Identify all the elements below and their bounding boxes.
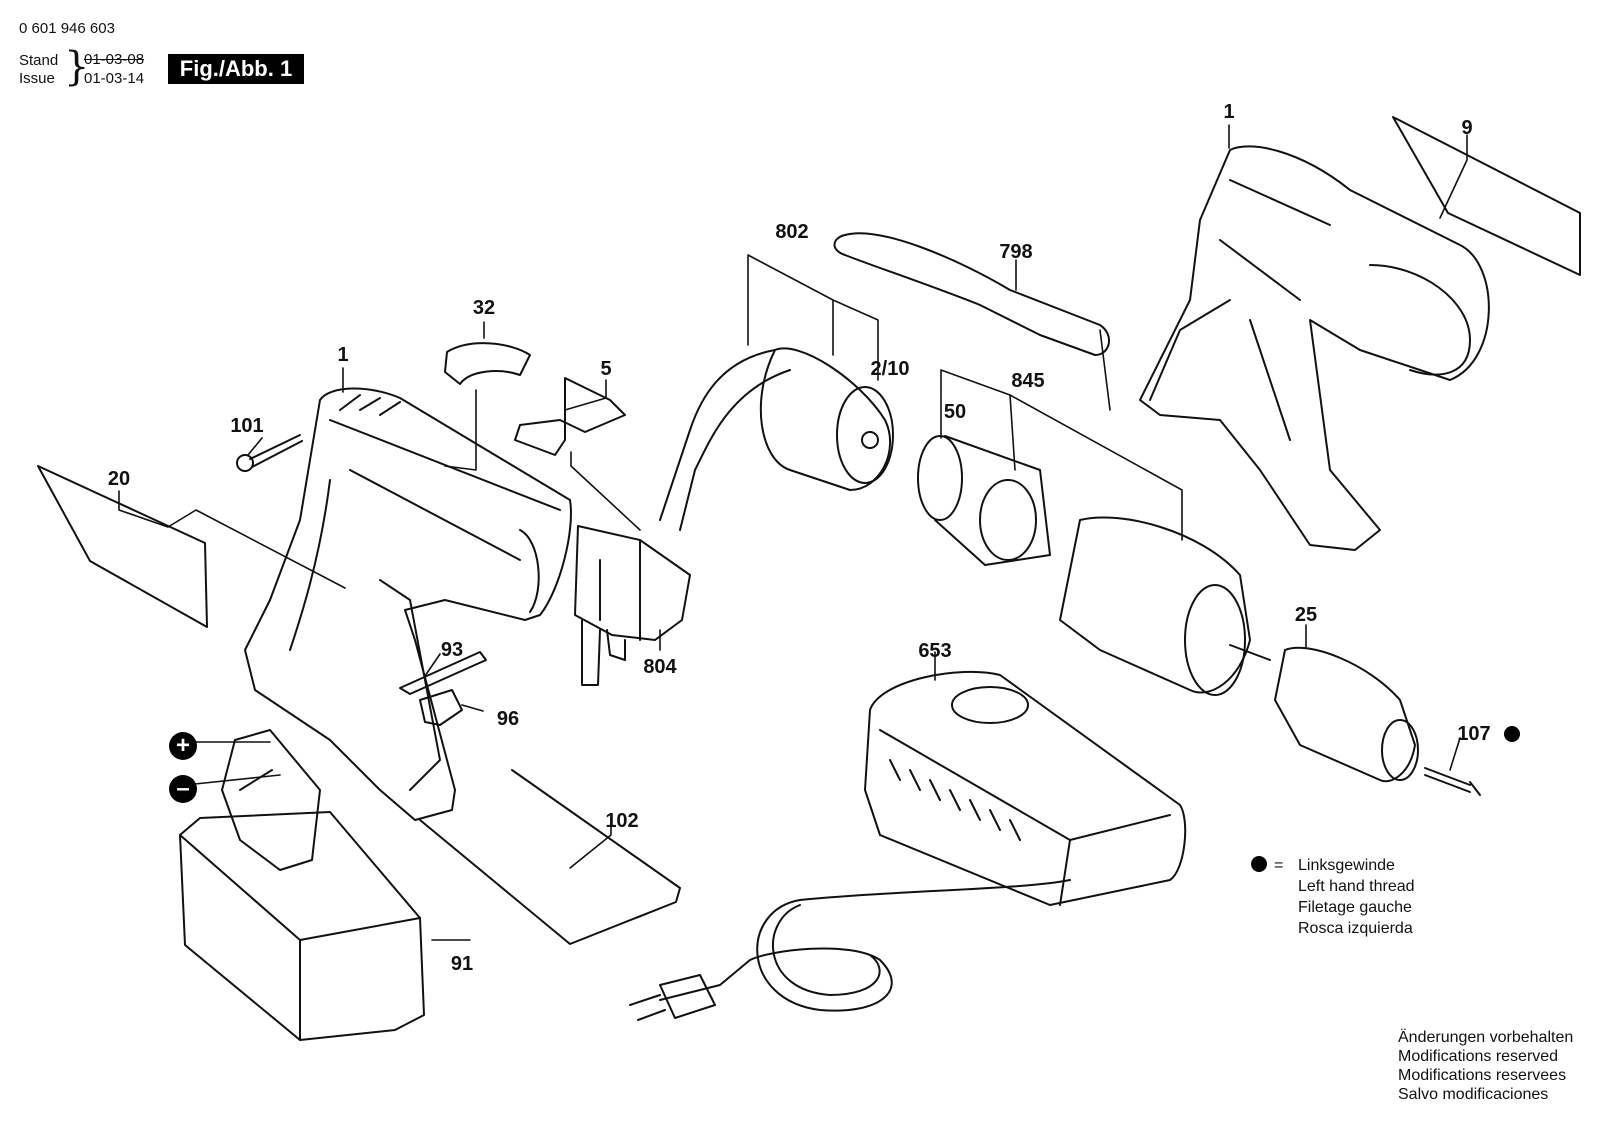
housing-left — [244, 387, 572, 821]
switch-cap-32 — [444, 342, 531, 385]
bracket-brace: } — [64, 44, 90, 90]
callout-101: 101 — [230, 415, 263, 437]
part-number: 0 601 946 603 — [19, 20, 115, 37]
charger-653 — [864, 670, 1187, 906]
callout-5: 5 — [600, 358, 611, 380]
legend-equals: = — [1274, 857, 1284, 874]
belt-798 — [833, 232, 1110, 356]
issue-date: 01-03-14 — [84, 70, 145, 87]
callout-102: 102 — [605, 810, 638, 832]
power-cord — [629, 879, 1071, 1021]
gearbox-50 — [917, 435, 1051, 566]
callout-labels: 1 101 20 32 5 804 802 2/10 798 50 845 1 … — [108, 101, 1491, 975]
figure-badge: Fig./Abb. 1 — [168, 54, 304, 84]
callout-9: 9 — [1461, 117, 1472, 139]
motor-2-10 — [659, 347, 894, 531]
wire-102 — [419, 769, 681, 945]
callout-804: 804 — [643, 656, 677, 678]
label-sheet-20 — [37, 465, 208, 628]
callout-50: 50 — [944, 401, 966, 423]
screw-101 — [236, 434, 303, 472]
legend-line: Rosca izquierda — [1298, 920, 1413, 937]
callout-25: 25 — [1295, 604, 1317, 626]
legend-dot-icon — [1251, 856, 1267, 872]
modifications-line: Modifications reserved — [1398, 1048, 1559, 1065]
modifications-line: Salvo modificaciones — [1398, 1086, 1549, 1103]
clip-96 — [419, 689, 463, 726]
callout-1-left: 1 — [337, 344, 348, 366]
callout-798: 798 — [999, 241, 1032, 263]
modifications-line: Änderungen vorbehalten — [1398, 1029, 1574, 1046]
label-sheet-9 — [1392, 116, 1581, 276]
plus-icon: + — [169, 732, 197, 760]
left-hand-thread-marker — [1504, 726, 1520, 742]
gearbox-845 — [1059, 516, 1271, 696]
minus-icon: – — [169, 775, 197, 803]
legend-line: Filetage gauche — [1298, 899, 1412, 916]
callout-845: 845 — [1011, 370, 1044, 392]
callout-32: 32 — [473, 297, 495, 319]
legend-line: Left hand thread — [1298, 878, 1415, 895]
callout-802: 802 — [775, 221, 808, 243]
housing-right — [1139, 145, 1490, 551]
screw-107 — [1424, 767, 1481, 796]
callout-2-10: 2/10 — [871, 358, 910, 380]
callout-96: 96 — [497, 708, 519, 730]
switch-804 — [574, 525, 691, 686]
stand-date: 01-03-08 — [84, 51, 145, 68]
callout-653: 653 — [918, 640, 951, 662]
leader-lines — [118, 124, 1468, 941]
modifications-note: Änderungen vorbehalten Modifications res… — [1398, 1028, 1573, 1104]
battery-pack-91 — [179, 729, 425, 1041]
callout-91: 91 — [451, 953, 473, 975]
issue-label: Issue — [19, 70, 55, 87]
legend-text: Linksgewinde Left hand thread Filetage g… — [1298, 855, 1415, 939]
bit-93 — [399, 651, 487, 695]
legend-line: Linksgewinde — [1298, 857, 1395, 874]
chuck-25 — [1274, 646, 1419, 783]
callout-20: 20 — [108, 468, 130, 490]
callout-1-right: 1 — [1223, 101, 1234, 123]
modifications-line: Modifications reservees — [1398, 1067, 1567, 1084]
callout-93: 93 — [441, 639, 463, 661]
stand-label: Stand — [19, 52, 59, 69]
switch-slider-5 — [514, 377, 626, 456]
callout-107: 107 — [1457, 723, 1490, 745]
